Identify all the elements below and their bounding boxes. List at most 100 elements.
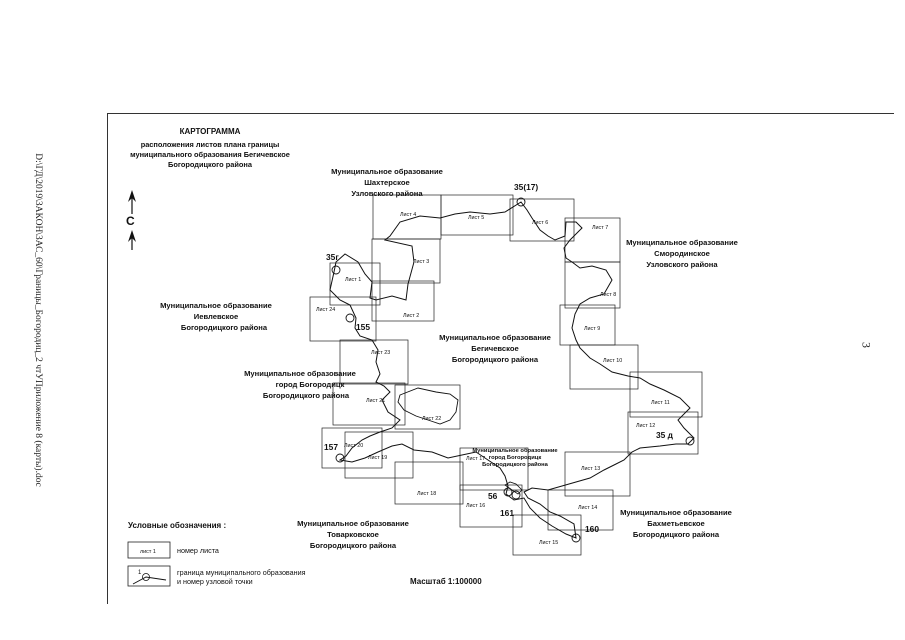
sheet-label-2: Лист 2 <box>403 313 419 319</box>
region-bakhmetyevskoe-line1: Муниципальное образование <box>620 508 732 517</box>
node-label-157: 157 <box>324 442 338 452</box>
legend-node-icon <box>142 573 150 581</box>
sheet-label-16: Лист 16 <box>466 503 485 509</box>
inner-boundary-line <box>504 481 523 495</box>
sheet-grid <box>309 194 703 556</box>
node-marker-161 <box>511 490 521 500</box>
sheet-15-frame <box>512 514 582 556</box>
legend-title: Условные обозначения : <box>128 521 226 530</box>
node-markers <box>331 197 695 543</box>
sheet-24-frame <box>309 296 377 342</box>
region-begichevskoe-line2: Бегичевское <box>471 344 518 353</box>
sheet-label-24: Лист 24 <box>316 307 335 313</box>
boundary-line <box>329 201 695 539</box>
node-label-155: 155 <box>356 322 370 332</box>
legend-boundary-desc-line2: и номер узловой точки <box>177 577 253 586</box>
sheet-label-4: Лист 4 <box>400 212 416 218</box>
sheet-label-23: Лист 23 <box>371 350 390 356</box>
region-shakhterskoe-line2: Шахтерское <box>364 178 409 187</box>
region-bakhmetyevskoe-line2: Бахметьевское <box>647 519 705 528</box>
sheet-5-frame <box>440 194 514 236</box>
sheet-6-frame <box>509 198 575 242</box>
node-marker-35-17 <box>516 197 526 207</box>
map-title-line3: муниципального образования Бегичевское <box>130 150 290 159</box>
sheet-label-19: Лист 19 <box>368 455 387 461</box>
sheet-20-frame <box>321 427 383 469</box>
sheet-label-21: Лист 21 <box>366 398 385 404</box>
region-shakhterskoe-line3: Узловского района <box>351 189 423 198</box>
region-tovarkovskoe-line3: Богородицкого района <box>310 541 397 550</box>
node-marker-35g <box>331 265 341 275</box>
sheet-label-15: Лист 15 <box>539 540 558 546</box>
sheet-label-22: Лист 22 <box>422 416 441 422</box>
sheet-8-frame <box>564 261 621 309</box>
sheet-13-frame <box>564 451 631 497</box>
region-bogoroditsk-line2: город Богородицк <box>276 380 345 389</box>
sheet-10-frame <box>569 344 639 390</box>
sheet-1-frame <box>329 262 381 306</box>
node-label-56: 56 <box>488 491 498 501</box>
region-begichevskoe-line3: Богородицкого района <box>452 355 539 364</box>
legend-boundary-line <box>132 576 167 585</box>
node-label-161: 161 <box>500 508 514 518</box>
node-label-35d: 35 д <box>656 430 674 440</box>
sheet-3-frame <box>371 238 441 284</box>
sheet-label-12: Лист 12 <box>636 423 655 429</box>
sheet-label-8: Лист 8 <box>600 292 616 298</box>
node-label-35g: 35г <box>326 252 339 262</box>
legend-sheet-sample: лист 1 <box>140 549 156 555</box>
node-label-160: 160 <box>585 524 599 534</box>
sheet-18-frame <box>394 461 464 505</box>
region-smorodinskoe-line1: Муниципальное образование <box>626 238 738 247</box>
map-title-line2: расположения листов плана границы <box>141 140 280 149</box>
sheet-label-11: Лист 11 <box>651 400 670 406</box>
sheet-label-20: Лист 20 <box>344 443 363 449</box>
sheet-label-17: Лист 17 <box>466 456 485 462</box>
region-bogoroditsk-line3: Богородицкого района <box>263 391 350 400</box>
legend-boundary-sample-box <box>127 565 171 587</box>
node-marker-157 <box>335 453 345 463</box>
city-boundary-line <box>397 387 459 425</box>
sheet-label-9: Лист 9 <box>584 326 600 332</box>
sheet-16-frame <box>459 484 523 528</box>
sheet-21-frame <box>332 382 406 426</box>
sheet-label-5: Лист 5 <box>468 215 484 221</box>
region-ievlevskoe-line3: Богородицкого района <box>181 323 268 332</box>
legend-sheet-sample-box <box>127 541 171 559</box>
sheet-11-frame <box>629 371 703 418</box>
north-arrow-icon: С <box>126 190 136 250</box>
region-smorodinskoe-line2: Смородинское <box>654 249 710 258</box>
node-marker-160 <box>571 533 581 543</box>
region-smorodinskoe-line3: Узловского района <box>646 260 718 269</box>
region-tovarkovskoe-line1: Муниципальное образование <box>297 519 409 528</box>
legend-boundary-desc-line1: граница муниципального образования <box>177 568 306 577</box>
sheet-label-13: Лист 13 <box>581 466 600 472</box>
sheet-23-frame <box>339 339 409 385</box>
region-tovarkovskoe-line2: Товарковское <box>327 530 379 539</box>
region-bogoroditsk-small-line2: город Богородицк <box>489 455 542 461</box>
sheet-label-7: Лист 7 <box>592 225 608 231</box>
region-bogoroditsk-small-line3: Богородицкого района <box>482 461 549 468</box>
sheet-17-frame <box>459 447 529 491</box>
node-label-35-17: 35(17) <box>514 182 538 192</box>
sheet-label-14: Лист 14 <box>578 505 597 511</box>
sheet-9-frame <box>559 304 616 346</box>
region-bakhmetyevskoe-line3: Богородицкого района <box>633 530 720 539</box>
north-letter: С <box>126 214 135 228</box>
legend-sheet-desc: номер листа <box>177 546 219 555</box>
sheet-label-10: Лист 10 <box>603 358 622 364</box>
sheet-12-frame <box>627 411 699 455</box>
node-marker-155 <box>345 313 355 323</box>
sheet-label-3: Лист 3 <box>413 259 429 265</box>
region-bogoroditsk-line1: Муниципальное образование <box>244 369 356 378</box>
sheet-22-frame <box>394 384 461 430</box>
map-frame <box>107 113 894 604</box>
region-ievlevskoe-line2: Иевлевское <box>194 312 238 321</box>
map-title: КАРТОГРАММА <box>180 127 241 136</box>
sheet-2-frame <box>371 280 435 322</box>
map-title-line4: Богородицкого района <box>168 160 253 169</box>
sheet-label-1: Лист 1 <box>345 277 361 283</box>
region-bogoroditsk-small-line1: Муниципальное образование <box>472 447 558 454</box>
